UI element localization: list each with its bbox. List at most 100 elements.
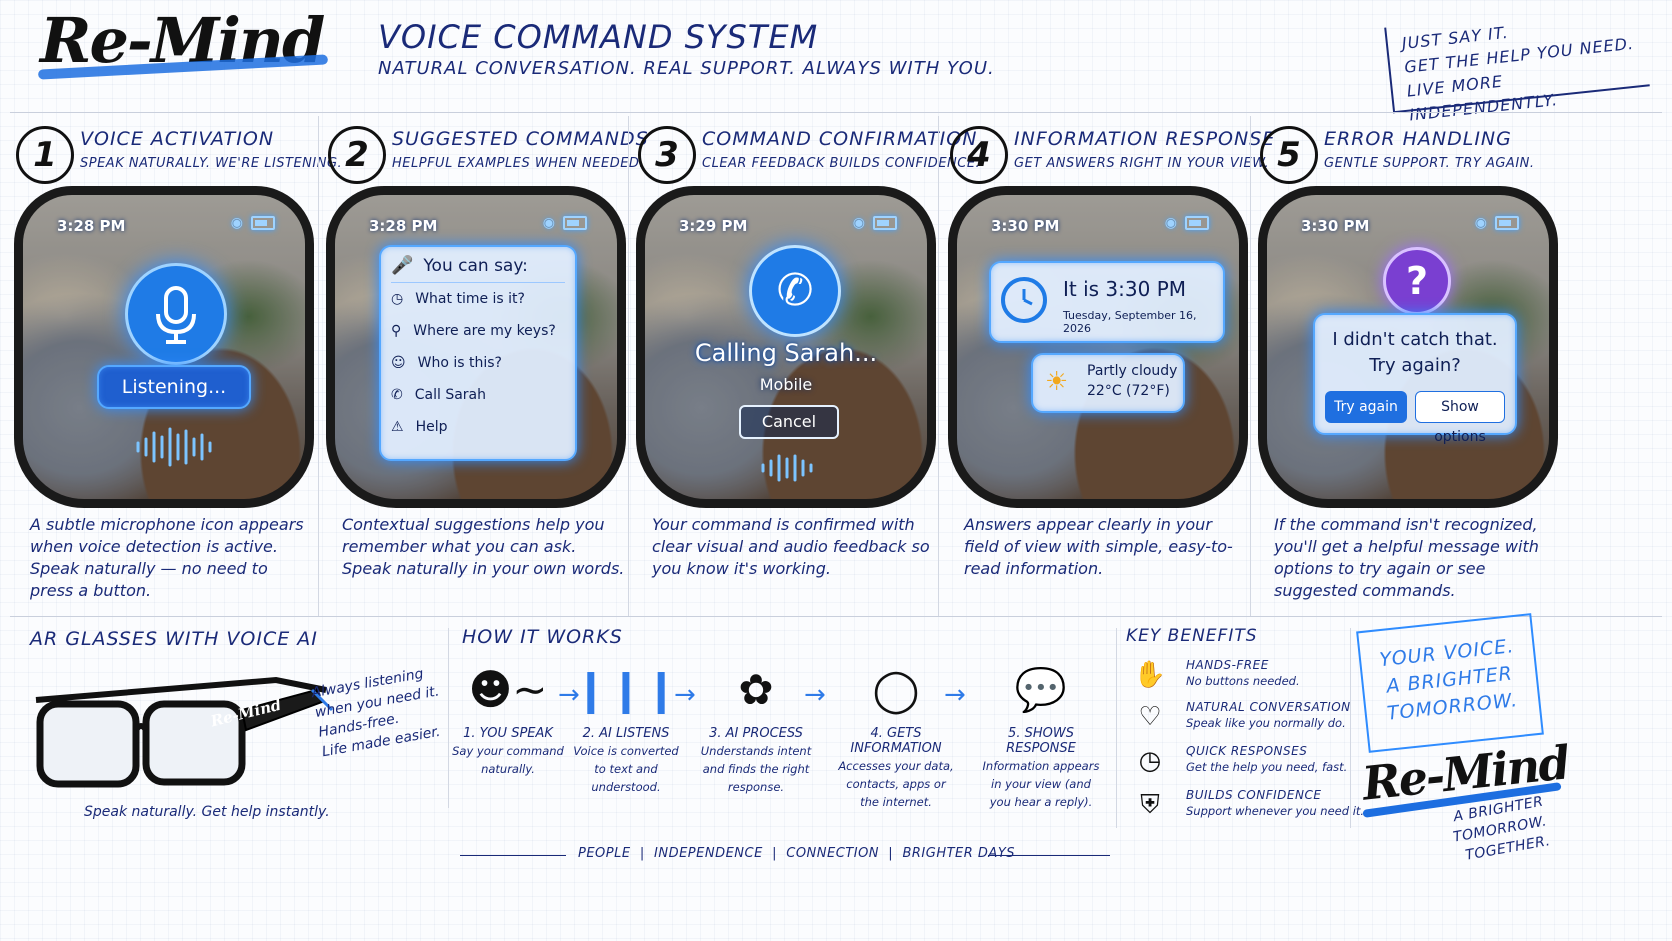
- panel-title: COMMAND CONFIRMATION: [702, 128, 978, 150]
- arrow-right-icon: →: [804, 680, 826, 710]
- panel-subtitle: GENTLE SUPPORT. TRY AGAIN.: [1324, 156, 1535, 171]
- weather-text: Partly cloudy: [1087, 363, 1178, 379]
- divider: [10, 112, 1662, 113]
- suggestion-item[interactable]: ☺Who is this?: [391, 355, 502, 371]
- suggestions-heading: You can say:: [423, 255, 528, 276]
- panel-title: SUGGESTED COMMANDS: [392, 128, 649, 150]
- status-icons: ◉: [1165, 215, 1209, 231]
- step-number: 4: [950, 126, 1008, 184]
- panel-command-confirmation: 3 COMMAND CONFIRMATION CLEAR FEEDBACK BU…: [632, 116, 980, 616]
- panel-subtitle: SPEAK NATURALLY. WE'RE LISTENING.: [80, 156, 343, 171]
- key-benefits-list: ✋ HANDS-FREE No buttons needed. ♡ NATURA…: [1130, 658, 1364, 828]
- panel-description: A subtle microphone icon appears when vo…: [30, 515, 304, 600]
- divider: [988, 855, 1110, 856]
- glasses-lens-view: 3:28 PM ◉ 🎤 You can say: ◷What time is i…: [326, 186, 626, 508]
- soundwave-icon: [133, 427, 219, 467]
- battery-icon: [1185, 216, 1209, 230]
- time-answer: It is 3:30 PM: [1063, 277, 1187, 301]
- microphone-icon[interactable]: [125, 263, 227, 365]
- panel-description: Your command is confirmed with clear vis…: [652, 515, 930, 578]
- panel-suggested-commands: 2 SUGGESTED COMMANDS HELPFUL EXAMPLES WH…: [322, 116, 648, 616]
- panel-description: If the command isn't recognized, you'll …: [1274, 515, 1539, 600]
- search-icon: ⚲: [391, 323, 402, 339]
- panel-title: INFORMATION RESPONSE: [1014, 128, 1276, 150]
- glasses-caption: Speak naturally. Get help instantly.: [84, 804, 330, 820]
- suggestions-card: 🎤 You can say: ◷What time is it? ⚲Where …: [379, 245, 577, 461]
- step-gets-information: ◯ 4. GETS INFORMATION Accesses your data…: [828, 660, 964, 810]
- soundwave-icon: [757, 453, 817, 483]
- people-icon: ☺: [391, 355, 406, 371]
- try-again-button[interactable]: Try again: [1325, 391, 1407, 423]
- listening-badge: Listening...: [97, 365, 251, 409]
- header-tagline: JUST SAY IT. GET THE HELP YOU NEED. LIVE…: [1384, 0, 1650, 125]
- show-options-button[interactable]: Show options: [1415, 391, 1505, 445]
- step-number: 3: [638, 126, 696, 184]
- temperature-text: 22°C (72°F): [1087, 383, 1170, 399]
- speaking-head-icon: ☻∼: [468, 665, 548, 714]
- arrow-right-icon: →: [944, 680, 966, 710]
- hand-icon: ✋: [1133, 660, 1167, 690]
- glasses-lens-view: 3:30 PM ◉ It is 3:30 PM Tuesday, Septemb…: [948, 186, 1248, 508]
- divider: [318, 116, 319, 616]
- divider: [10, 616, 1662, 617]
- divider: [460, 855, 566, 856]
- panel-error-handling: 5 ERROR HANDLING GENTLE SUPPORT. TRY AGA…: [1254, 116, 1566, 616]
- divider: [628, 116, 629, 616]
- microphone-icon: 🎤: [391, 255, 414, 276]
- error-message: I didn't catch that.: [1332, 329, 1498, 350]
- status-icons: ◉: [231, 215, 275, 231]
- cancel-button[interactable]: Cancel: [739, 405, 839, 439]
- warning-icon: ⚠: [391, 419, 404, 435]
- database-icon: ◯: [872, 665, 920, 714]
- divider: [1116, 628, 1117, 828]
- sun-icon: ☀: [1045, 367, 1069, 397]
- clock-text: 3:29 PM: [679, 217, 748, 235]
- divider: [1250, 116, 1251, 616]
- calling-subtext: Mobile: [759, 375, 813, 394]
- glasses-section-title: AR GLASSES WITH VOICE AI: [30, 628, 318, 650]
- date-text: Tuesday, September 16, 2026: [1063, 309, 1197, 335]
- phone-icon: ✆: [391, 387, 403, 403]
- step-ai-listens: ❙❙❙ 2. AI LISTENS Voice is converted to …: [566, 660, 686, 795]
- panel-subtitle: GET ANSWERS RIGHT IN YOUR VIEW.: [1014, 156, 1270, 171]
- battery-icon: [251, 216, 275, 230]
- status-icons: ◉: [1475, 215, 1519, 231]
- calling-text: Calling Sarah...: [694, 339, 878, 367]
- wifi-icon: ◉: [230, 215, 243, 231]
- clock-icon: ◷: [1138, 746, 1162, 776]
- suggestion-item[interactable]: ✆Call Sarah: [391, 387, 486, 403]
- wifi-icon: ◉: [1474, 215, 1487, 231]
- suggestion-item[interactable]: ⚲Where are my keys?: [391, 323, 556, 339]
- time-card: It is 3:30 PM Tuesday, September 16, 202…: [989, 261, 1225, 343]
- glasses-lens-view: 3:28 PM ◉ Listening...: [14, 186, 314, 508]
- step-number: 1: [16, 126, 74, 184]
- panel-title: VOICE ACTIVATION: [80, 128, 275, 150]
- suggestion-item[interactable]: ⚠Help: [391, 419, 448, 435]
- phone-icon: ✆: [749, 245, 841, 337]
- panel-subtitle: CLEAR FEEDBACK BUILDS CONFIDENCE.: [702, 156, 981, 171]
- values-footer: PEOPLE | INDEPENDENCE | CONNECTION | BRI…: [578, 846, 1016, 861]
- panel-subtitle: HELPFUL EXAMPLES WHEN NEEDED.: [392, 156, 645, 171]
- clock-text: 3:28 PM: [369, 217, 438, 235]
- glasses-lens-view: 3:29 PM ◉ ✆ Calling Sarah... Mobile Canc…: [636, 186, 936, 508]
- panel-description: Contextual suggestions help you remember…: [342, 515, 625, 578]
- divider: [1350, 628, 1351, 828]
- battery-icon: [1495, 216, 1519, 230]
- panel-description: Answers appear clearly in your field of …: [964, 515, 1233, 578]
- heart-icon: ♡: [1138, 702, 1162, 732]
- arrow-right-icon: →: [674, 680, 696, 710]
- battery-icon: [563, 216, 587, 230]
- error-retry-text: Try again?: [1369, 355, 1461, 376]
- shield-icon: ⛨: [1140, 790, 1160, 820]
- chat-bubble-icon: 💬: [1014, 665, 1068, 714]
- status-icons: ◉: [543, 215, 587, 231]
- page-title: VOICE COMMAND SYSTEM: [378, 18, 819, 56]
- divider: [938, 116, 939, 616]
- clock-icon: ◷: [391, 291, 404, 307]
- suggestion-item[interactable]: ◷What time is it?: [391, 291, 525, 307]
- clock-text: 3:30 PM: [1301, 217, 1370, 235]
- clock-text: 3:28 PM: [57, 217, 126, 235]
- divider: [448, 628, 449, 808]
- how-it-works-steps: ☻∼ 1. YOU SPEAK Say your command natural…: [448, 660, 1108, 810]
- clock-icon: [1001, 277, 1047, 323]
